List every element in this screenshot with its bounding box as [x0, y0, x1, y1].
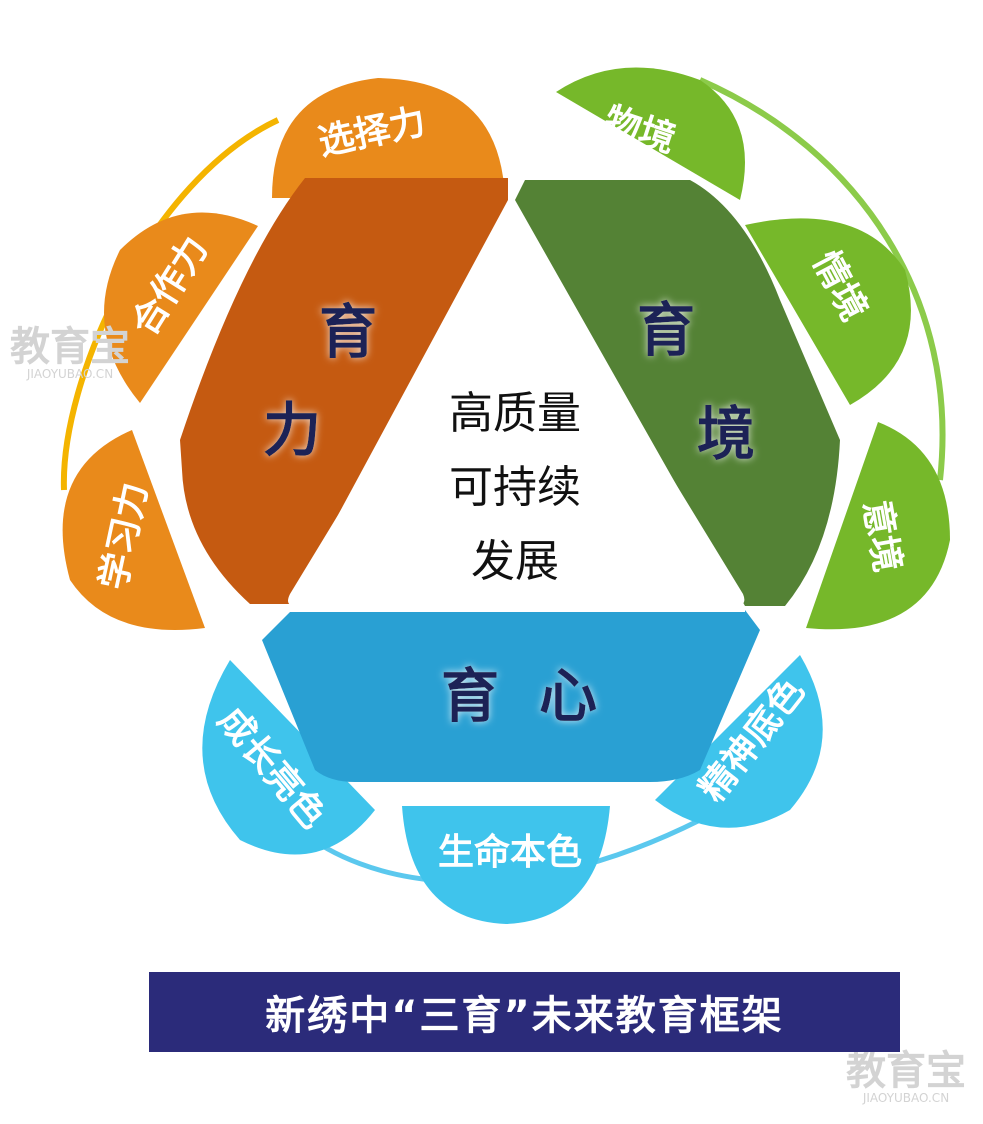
yuxin-petals — [202, 655, 823, 924]
section-yuli — [180, 178, 508, 604]
yujing-petals — [556, 67, 950, 630]
watermark-left-main: 教育宝 — [10, 324, 130, 370]
yuli-petals — [62, 78, 505, 630]
yujing-char-2: 境 — [697, 400, 755, 468]
label-shengmingbense: 生命本色 — [438, 831, 582, 873]
section-yuxin — [262, 610, 760, 782]
caption-banner: 新绣中“三育”未来教育框架 — [149, 972, 900, 1052]
yuxin-char-2: 心 — [539, 662, 597, 730]
petal-chengzhangliangse — [202, 660, 375, 855]
yuli-char-1: 育 — [319, 298, 377, 366]
center-line-2: 可持续 — [449, 462, 581, 513]
petal-qingjing — [745, 218, 911, 405]
center-text: 高质量 可持续 发展 — [449, 388, 581, 587]
center-triangle — [288, 227, 745, 606]
connector-arc-green — [698, 77, 946, 481]
yujing-char-1: 育 — [637, 296, 695, 364]
petal-wujing — [556, 67, 745, 200]
petal-hezuoli — [104, 212, 258, 403]
petal-yijing — [806, 422, 950, 630]
petal-xuanzeli — [272, 78, 505, 198]
petal-jingshendise — [655, 655, 823, 828]
yuxin-char-1: 育 — [441, 662, 499, 730]
watermark-right-main: 教育宝 — [846, 1048, 966, 1094]
section-yujing — [515, 180, 840, 606]
center-line-3: 发展 — [471, 536, 559, 587]
watermark-right: 教育宝 JIAOYUBAO.CN — [846, 1048, 966, 1105]
watermark-right-sub: JIAOYUBAO.CN — [862, 1091, 949, 1105]
yuli-char-2: 力 — [263, 396, 321, 464]
caption-text: 新绣中“三育”未来教育框架 — [265, 993, 784, 1039]
watermark-left: 教育宝 JIAOYUBAO.CN — [10, 324, 130, 381]
center-line-1: 高质量 — [449, 388, 581, 439]
watermark-left-sub: JIAOYUBAO.CN — [26, 367, 113, 381]
petal-xuexili — [62, 430, 205, 630]
petal-shengmingbense — [402, 806, 610, 924]
